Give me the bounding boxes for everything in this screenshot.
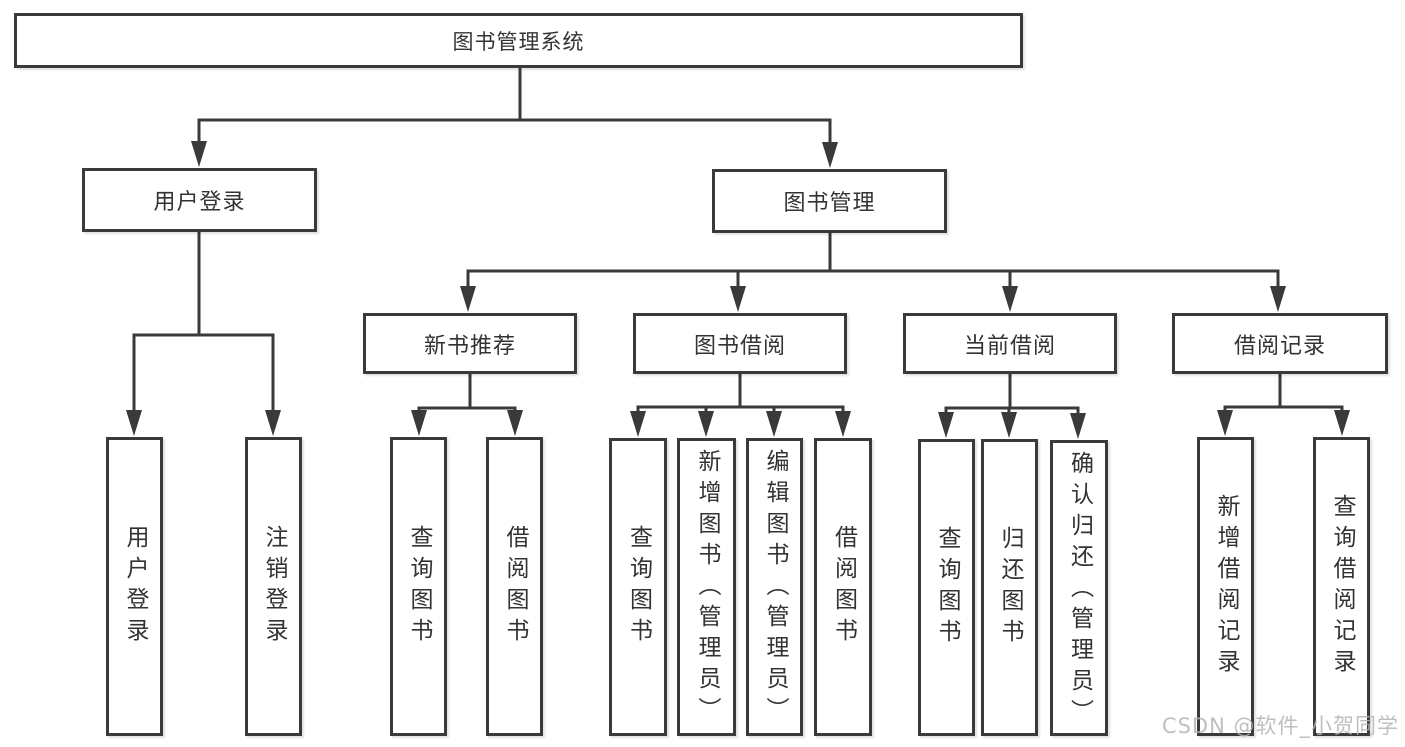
- arrowhead-icon: [730, 286, 746, 312]
- arrowhead-icon: [822, 142, 838, 168]
- arrowhead-icon: [126, 410, 142, 436]
- node-label: 图书管理系统: [452, 29, 585, 54]
- csdn-watermark: CSDN @软件_小贺同学: [1161, 714, 1399, 738]
- arrowhead-icon: [630, 411, 646, 437]
- arrowhead-icon: [460, 286, 476, 312]
- node-label: 查询图书: [625, 525, 652, 649]
- node-label: 用户登录: [122, 524, 148, 649]
- leaf-logout: 注销登录: [245, 437, 302, 736]
- node-label: 借阅记录: [1233, 333, 1326, 359]
- node-label: 确认归还（管理员）: [1066, 451, 1093, 730]
- node-label: 用户登录: [153, 190, 246, 215]
- node-label: 图书借阅: [693, 333, 786, 359]
- node-label: 图书管理: [783, 191, 876, 216]
- arrowhead-icon: [191, 141, 207, 167]
- leaf-user-login: 用户登录: [106, 437, 163, 736]
- node-label: 注销登录: [261, 524, 287, 649]
- leaf-borrow-query-books: 查询图书: [609, 438, 667, 736]
- node-label: 新书推荐: [423, 333, 516, 359]
- arrowhead-icon: [766, 411, 782, 437]
- leaf-borrow-borrow-books: 借阅图书: [814, 438, 872, 736]
- leaf-current-confirm-return-admin: 确认归还（管理员）: [1050, 440, 1108, 736]
- node-label: 查询图书: [406, 524, 432, 649]
- arrowhead-icon: [1334, 410, 1350, 436]
- arrowhead-icon: [265, 410, 281, 436]
- arrowhead-icon: [1002, 286, 1018, 312]
- leaf-newrec-query-books: 查询图书: [390, 437, 447, 736]
- node-current-borrow: 当前借阅: [903, 313, 1117, 374]
- arrowhead-icon: [1070, 413, 1086, 439]
- node-label: 新增借阅记录: [1213, 493, 1239, 680]
- leaf-newrec-borrow-books: 借阅图书: [486, 437, 543, 736]
- arrowhead-icon: [507, 410, 523, 436]
- node-label: 归还图书: [997, 525, 1023, 650]
- node-new-book-recommend: 新书推荐: [363, 313, 577, 374]
- leaf-records-add-record: 新增借阅记录: [1197, 437, 1254, 736]
- node-label: 查询图书: [934, 525, 960, 650]
- arrowhead-icon: [938, 412, 954, 438]
- node-borrow-records: 借阅记录: [1172, 313, 1388, 374]
- node-book-borrow: 图书借阅: [633, 313, 847, 374]
- node-book-management: 图书管理: [712, 169, 947, 233]
- arrowhead-icon: [1270, 286, 1286, 312]
- leaf-records-query-record: 查询借阅记录: [1313, 437, 1370, 736]
- node-library-system: 图书管理系统: [14, 13, 1023, 68]
- node-label: 当前借阅: [963, 333, 1056, 359]
- node-label: 编辑图书（管理员）: [762, 449, 788, 728]
- leaf-current-return-books: 归还图书: [981, 439, 1038, 736]
- node-label: 新增图书（管理员）: [694, 449, 720, 728]
- node-label: 借阅图书: [502, 524, 528, 649]
- leaf-current-query-books: 查询图书: [918, 439, 975, 736]
- arrowhead-icon: [1217, 410, 1233, 436]
- node-user-login: 用户登录: [82, 168, 317, 232]
- node-label: 借阅图书: [830, 525, 857, 649]
- leaf-borrow-add-books-admin: 新增图书（管理员）: [677, 438, 736, 736]
- arrowhead-icon: [1001, 412, 1017, 438]
- arrowhead-icon: [698, 411, 714, 437]
- arrowhead-icon: [835, 411, 851, 437]
- node-label: 查询借阅记录: [1329, 493, 1355, 680]
- arrowhead-icon: [411, 410, 427, 436]
- leaf-borrow-edit-books-admin: 编辑图书（管理员）: [746, 438, 803, 736]
